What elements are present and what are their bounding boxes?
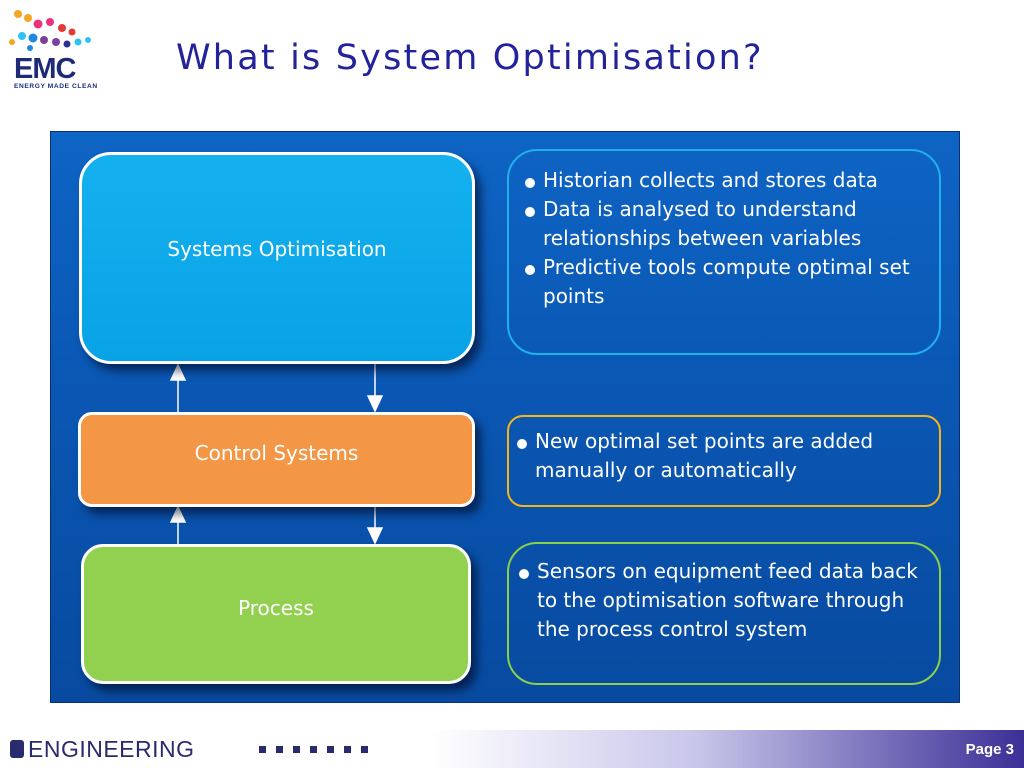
process-notes: Sensors on equipment feed data back to t… bbox=[507, 542, 941, 685]
arrow-control-to-optimisation bbox=[169, 363, 187, 412]
slide-title: What is System Optimisation? bbox=[176, 38, 764, 78]
bullet-item: New optimal set points are added manuall… bbox=[515, 427, 933, 485]
optimisation-notes: Historian collects and stores data Data … bbox=[507, 149, 941, 355]
square-icon bbox=[293, 746, 300, 753]
optimisation-bullet-list: Historian collects and stores data Data … bbox=[523, 166, 933, 311]
square-icon bbox=[259, 746, 266, 753]
engineering-wordmark: ENGINEERING bbox=[28, 736, 195, 762]
control-systems-label: Control Systems bbox=[194, 440, 359, 465]
square-icon bbox=[361, 746, 368, 753]
systems-optimisation-label: Systems Optimisation bbox=[167, 237, 387, 261]
logo-tagline: ENERGY MADE CLEAN bbox=[14, 83, 98, 90]
square-icon bbox=[310, 746, 317, 753]
footer-dots bbox=[259, 746, 368, 753]
square-icon bbox=[327, 746, 334, 753]
bullet-item: Historian collects and stores data bbox=[523, 166, 933, 195]
process-label: Process bbox=[238, 596, 314, 620]
bullet-item: Sensors on equipment feed data back to t… bbox=[517, 557, 933, 644]
square-icon bbox=[344, 746, 351, 753]
arrow-process-to-control bbox=[169, 505, 187, 544]
page-number: Page 3 bbox=[965, 741, 1014, 758]
process-box: Process bbox=[81, 544, 471, 684]
arrow-optimisation-to-control bbox=[366, 364, 384, 413]
arrow-control-to-process bbox=[366, 507, 384, 545]
emc-logo: EMC ENERGY MADE CLEAN bbox=[6, 6, 130, 92]
logo-wordmark: EMC bbox=[14, 53, 76, 85]
bullet-item: Data is analysed to understand relations… bbox=[523, 195, 933, 253]
bullet-item: Predictive tools compute optimal set poi… bbox=[523, 253, 933, 311]
square-icon bbox=[276, 746, 283, 753]
control-systems-box: Control Systems bbox=[78, 412, 475, 507]
engineering-mark-icon bbox=[10, 740, 24, 758]
systems-optimisation-box: Systems Optimisation bbox=[79, 152, 475, 364]
footer-gradient-bar bbox=[0, 730, 1024, 768]
diagram-panel: Systems Optimisation Control Systems Pro… bbox=[50, 131, 960, 703]
diagram-arrows bbox=[169, 363, 384, 545]
logo-dots-icon bbox=[9, 10, 91, 51]
process-bullet-list: Sensors on equipment feed data back to t… bbox=[517, 557, 933, 644]
control-bullet-list: New optimal set points are added manuall… bbox=[515, 427, 933, 485]
control-notes: New optimal set points are added manuall… bbox=[507, 415, 941, 507]
engineering-brand: ENGINEERING bbox=[10, 736, 195, 762]
